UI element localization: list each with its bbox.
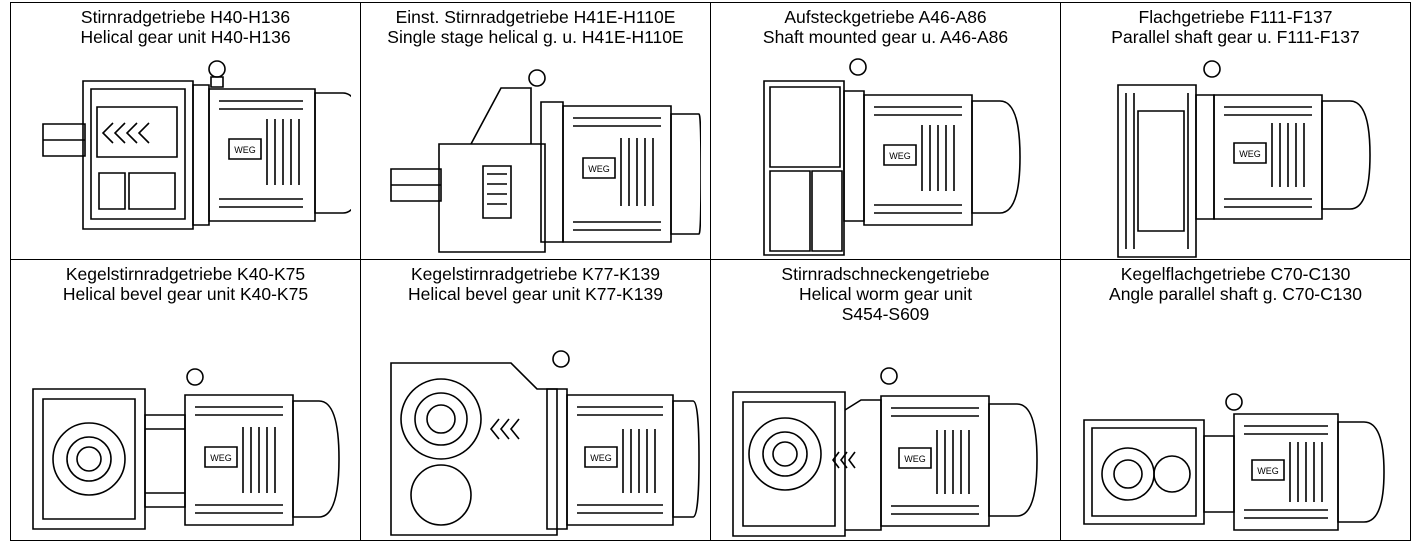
caption: Kegelflachgetriebe C70-C130 Angle parall…	[1062, 261, 1410, 304]
caption-german: Aufsteckgetriebe A46-A86	[784, 7, 987, 27]
caption-english: Shaft mounted gear u. A46-A86	[762, 27, 1009, 47]
weg-logo-text: WEG	[234, 145, 256, 155]
weg-logo-text: WEG	[590, 453, 612, 463]
caption-german: Einst. Stirnradgetriebe H41E-H110E	[395, 7, 676, 27]
angle-parallel-gear-motor-drawing: WEG	[1061, 370, 1410, 540]
weg-logo-text: WEG	[889, 151, 911, 161]
caption: Kegelstirnradgetriebe K40-K75 Helical be…	[12, 261, 360, 304]
cell-angle-parallel-shaft: Kegelflachgetriebe C70-C130 Angle parall…	[1060, 259, 1411, 541]
caption-english: Parallel shaft gear u. F111-F137	[1111, 27, 1360, 47]
caption-english: Helical gear unit H40-H136	[80, 27, 291, 47]
caption-german: Stirnradschneckengetriebe	[781, 264, 990, 284]
caption-english: Angle parallel shaft g. C70-C130	[1109, 284, 1362, 304]
shaft-mounted-gear-motor-drawing: WEG	[711, 51, 1060, 259]
caption-english: Helical bevel gear unit K77-K139	[408, 284, 663, 304]
gear-unit-table: Stirnradgetriebe H40-H136 Helical gear u…	[10, 2, 1411, 541]
caption-german: Flachgetriebe F111-F137	[1138, 7, 1333, 27]
gear-motor-icon: WEG	[21, 49, 351, 259]
gear-motor-icon: WEG	[371, 54, 701, 259]
parallel-shaft-gear-motor-drawing: WEG	[1061, 51, 1410, 259]
weg-logo-text: WEG	[1239, 149, 1261, 159]
cell-helical-bevel-small: Kegelstirnradgetriebe K40-K75 Helical be…	[10, 259, 361, 541]
caption: Kegelstirnradgetriebe K77-K139 Helical b…	[362, 261, 710, 304]
gear-motor-icon: WEG	[721, 360, 1051, 540]
gear-motor-icon: WEG	[21, 355, 351, 540]
caption: Stirnradgetriebe H40-H136 Helical gear u…	[12, 4, 360, 47]
caption: Einst. Stirnradgetriebe H41E-H110E Singl…	[362, 4, 710, 47]
table-row: Kegelstirnradgetriebe K40-K75 Helical be…	[10, 259, 1411, 541]
cell-single-stage-helical: Einst. Stirnradgetriebe H41E-H110E Singl…	[360, 2, 711, 260]
bevel-small-gear-motor-drawing: WEG	[11, 355, 360, 540]
weg-logo-text: WEG	[904, 454, 926, 464]
cell-helical-gear-unit: Stirnradgetriebe H40-H136 Helical gear u…	[10, 2, 361, 260]
weg-logo-text: WEG	[588, 164, 610, 174]
gear-motor-icon: WEG	[1076, 370, 1396, 540]
helical-gear-motor-drawing: WEG	[11, 49, 360, 259]
caption: Stirnradschneckengetriebe Helical worm g…	[712, 261, 1060, 324]
table-row: Stirnradgetriebe H40-H136 Helical gear u…	[10, 2, 1411, 260]
caption: Aufsteckgetriebe A46-A86 Shaft mounted g…	[712, 4, 1060, 47]
caption-german: Kegelflachgetriebe C70-C130	[1120, 264, 1351, 284]
cell-helical-bevel-large: Kegelstirnradgetriebe K77-K139 Helical b…	[360, 259, 711, 541]
caption-model-range: S454-S609	[841, 304, 930, 324]
gear-motor-icon: WEG	[371, 325, 701, 540]
cell-helical-worm: Stirnradschneckengetriebe Helical worm g…	[710, 259, 1061, 541]
caption: Flachgetriebe F111-F137 Parallel shaft g…	[1062, 4, 1410, 47]
caption-german: Stirnradgetriebe H40-H136	[80, 7, 291, 27]
caption-german: Kegelstirnradgetriebe K40-K75	[65, 264, 306, 284]
single-stage-gear-motor-drawing: WEG	[361, 54, 710, 259]
cell-shaft-mounted: Aufsteckgetriebe A46-A86 Shaft mounted g…	[710, 2, 1061, 260]
caption-english: Helical bevel gear unit K40-K75	[62, 284, 309, 304]
worm-gear-motor-drawing: WEG	[711, 360, 1060, 540]
caption-english: Single stage helical g. u. H41E-H110E	[387, 27, 684, 47]
caption-english: Helical worm gear unit	[798, 284, 973, 304]
bevel-large-gear-motor-drawing: WEG	[361, 325, 710, 540]
gear-motor-icon: WEG	[1076, 51, 1396, 259]
caption-german: Kegelstirnradgetriebe K77-K139	[410, 264, 661, 284]
weg-logo-text: WEG	[1257, 466, 1279, 476]
cell-parallel-shaft: Flachgetriebe F111-F137 Parallel shaft g…	[1060, 2, 1411, 260]
weg-logo-text: WEG	[210, 453, 232, 463]
gear-motor-icon: WEG	[726, 51, 1046, 259]
